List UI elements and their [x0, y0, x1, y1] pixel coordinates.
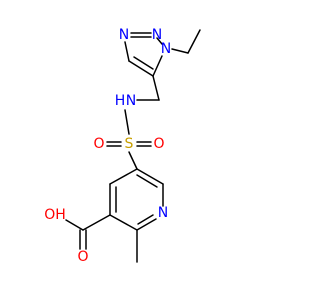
bond-s-c5pyr [128, 151, 138, 170]
bond-pyr-c3-c2 [109, 214, 138, 231]
bonds [65, 29, 201, 263]
triazole-n1-label: N [161, 41, 171, 57]
amine-h-label: H [115, 93, 126, 109]
bond-c4-c5-double-a [128, 60, 154, 77]
acid-oh-label: OH [44, 207, 66, 223]
atom-labels: N N N N H S O O N OH O [44, 27, 171, 265]
sulfonyl-s-label: S [125, 136, 134, 152]
bond-c4-c5-double-b [133, 56, 154, 70]
bond-n3-c4 [124, 41, 130, 62]
bond-c3-cooh [82, 214, 111, 231]
triazole-n3-label: N [119, 27, 129, 43]
bond-c5-ch2 [152, 75, 160, 101]
bond-pyr-c2-n1-a [136, 218, 157, 231]
amine-n-label: N [126, 93, 136, 109]
bond-n1-ethyl-ch2 [171, 48, 189, 54]
bond-nh-s [124, 109, 130, 135]
bond-cooh-oh [65, 219, 84, 231]
pyridine-n-label: N [158, 205, 168, 221]
bond-n1-n2 [156, 37, 163, 45]
bond-c5-n1 [152, 55, 163, 77]
bond-pyr-c5-c4 [109, 168, 138, 185]
acid-carbonyl-o-label: O [77, 249, 88, 265]
acid-oh-o: O [44, 207, 55, 223]
bond-ethyl-ch2-ch3 [187, 29, 201, 54]
acid-oh-h: H [55, 207, 66, 223]
sulfonyl-o-right-label: O [153, 136, 164, 152]
chemical-structure-diagram: N N N N H S O O N OH O [44, 27, 201, 265]
sulfonyl-o-left-label: O [93, 136, 104, 152]
bond-pyr-c6-c5-b [136, 174, 158, 188]
bond-pyr-c2-n1-b [137, 214, 154, 225]
triazole-n2-label: N [152, 27, 162, 43]
bond-pyr-c6-c5-a [136, 168, 164, 185]
